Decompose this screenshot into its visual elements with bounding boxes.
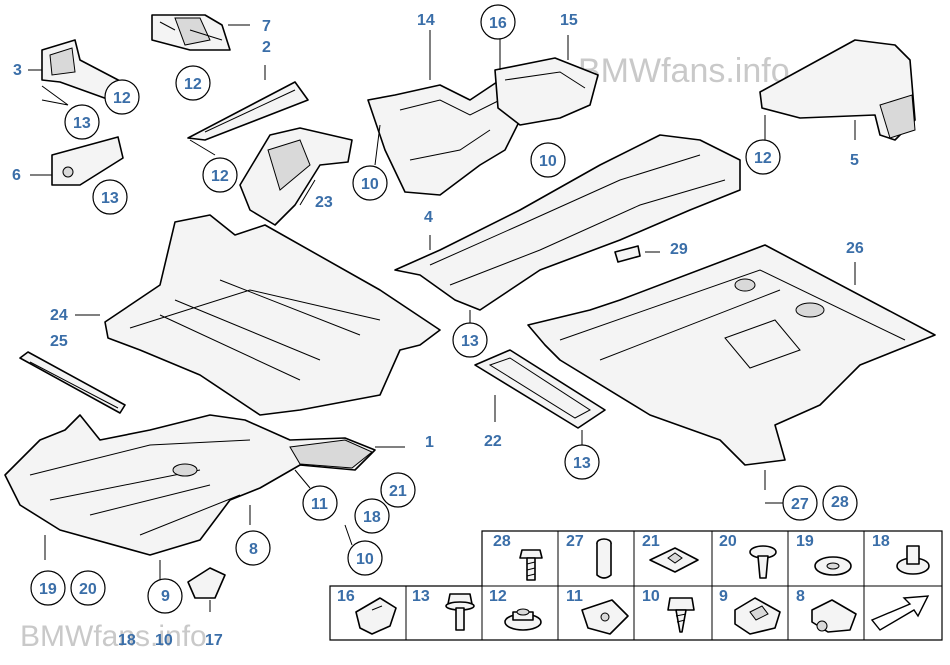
part-tunnel-4	[394, 134, 741, 311]
legend-label-27: 27	[566, 533, 584, 550]
callout-12-d: 12	[754, 150, 772, 167]
push-clip-icon	[896, 545, 930, 575]
callout-labels: 7 2 3 12 13 12 6 13 12 23 14 16 15 10 10…	[12, 12, 864, 649]
callout-22: 22	[484, 433, 502, 450]
part-bracket-6	[51, 136, 124, 186]
legend-label-10: 10	[642, 588, 660, 605]
callout-18-b: 18	[118, 632, 136, 649]
watermark-top: BMWfans.info	[578, 52, 790, 90]
arrow-icon	[870, 595, 930, 631]
u-nut-icon	[581, 599, 629, 635]
legend-label-20: 20	[719, 533, 737, 550]
part-bracket-3	[41, 39, 123, 101]
legend-label-18: 18	[872, 533, 890, 550]
legend-label-12: 12	[489, 588, 507, 605]
callout-16: 16	[489, 15, 507, 32]
speed-nut-icon	[649, 547, 699, 573]
spring-clip-icon	[811, 599, 857, 633]
legend-label-9: 9	[719, 588, 728, 605]
part-plate-22	[474, 349, 606, 429]
screw-icon	[667, 597, 695, 633]
callout-circles	[30, 4, 858, 614]
part-strip-2	[187, 81, 309, 141]
callout-28: 28	[831, 494, 849, 511]
part-clip-17	[187, 567, 226, 599]
callout-1: 1	[425, 434, 434, 451]
callout-3: 3	[13, 62, 22, 79]
part-pad-29	[614, 245, 641, 263]
callout-25: 25	[50, 333, 68, 350]
part-strip-25	[19, 351, 126, 414]
callout-6: 6	[12, 167, 21, 184]
callout-24: 24	[50, 307, 68, 324]
callout-18-a: 18	[363, 509, 381, 526]
callout-7: 7	[262, 18, 271, 35]
flange-bolt-icon	[445, 593, 475, 631]
legend-label-28: 28	[493, 533, 511, 550]
expansion-rivet-icon	[749, 545, 777, 579]
callout-21: 21	[389, 483, 407, 500]
callout-5: 5	[850, 152, 859, 169]
callout-10-b: 10	[539, 153, 557, 170]
callout-26: 26	[846, 240, 864, 257]
legend-label-11: 11	[566, 588, 583, 605]
legend-table: 28 27 21 20 19 18 16 13 12 11 10 9 8	[329, 530, 943, 641]
legend-label-8: 8	[796, 588, 805, 605]
callout-13-c: 13	[461, 333, 479, 350]
callout-27: 27	[791, 496, 809, 513]
body-clip-icon	[355, 597, 397, 635]
callout-19: 19	[39, 581, 57, 598]
legend-label-16: 16	[337, 588, 355, 605]
callout-10-a: 10	[361, 176, 379, 193]
callout-10-d: 10	[155, 632, 173, 649]
callout-8: 8	[249, 541, 258, 558]
callout-23: 23	[315, 194, 333, 211]
callout-12-a: 12	[113, 90, 131, 107]
watermark-bottom: BMWfans.info	[20, 620, 207, 653]
callout-4: 4	[424, 209, 433, 226]
callout-10-c: 10	[356, 551, 374, 568]
part-floor-24	[104, 214, 441, 416]
washer-icon	[814, 556, 852, 576]
callout-12-b: 12	[184, 76, 202, 93]
callout-11: 11	[311, 496, 328, 513]
part-bracket-7	[151, 14, 231, 51]
flange-nut-icon	[504, 608, 542, 631]
callout-17: 17	[205, 632, 223, 649]
legend-label-21: 21	[642, 533, 660, 550]
callout-14: 14	[417, 12, 435, 29]
callout-13-b: 13	[101, 190, 119, 207]
part-heat-shield-15	[494, 57, 599, 126]
part-shield-23	[239, 127, 353, 226]
callout-13-d: 13	[573, 455, 591, 472]
callout-2: 2	[262, 39, 271, 56]
sleeve-icon	[596, 538, 612, 579]
callout-9: 9	[161, 588, 170, 605]
callout-13-a: 13	[73, 115, 91, 132]
legend-label-19: 19	[796, 533, 814, 550]
callout-15: 15	[560, 12, 578, 29]
part-floor-26	[527, 244, 936, 466]
clamp-clip-icon	[734, 597, 781, 635]
part-underbody-1	[4, 414, 376, 556]
bolt-flange-icon	[519, 549, 543, 581]
legend-label-13: 13	[412, 588, 430, 605]
callout-20: 20	[79, 581, 97, 598]
callout-29: 29	[670, 241, 688, 258]
part-shield-5	[759, 39, 916, 141]
callout-12-c: 12	[211, 168, 229, 185]
